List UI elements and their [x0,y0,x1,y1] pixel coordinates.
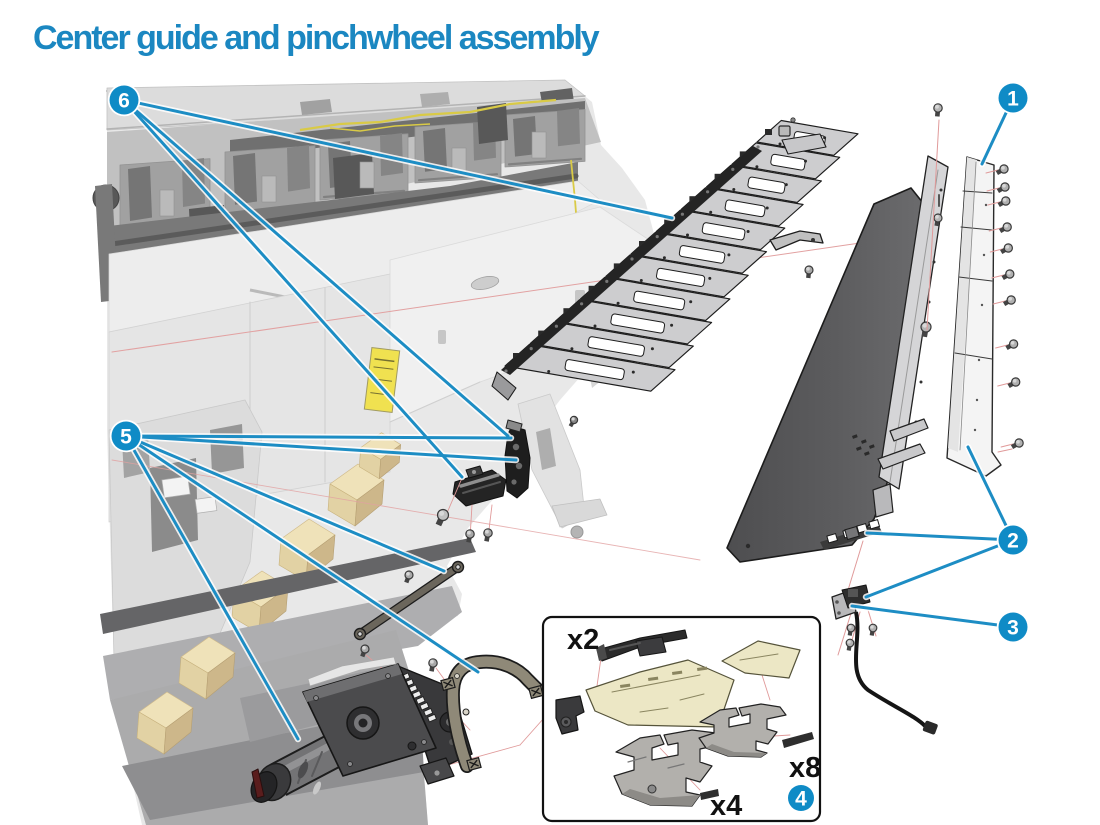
svg-text:x2: x2 [567,624,599,656]
svg-text:5: 5 [120,426,132,449]
svg-text:x8: x8 [789,752,821,784]
svg-text:1: 1 [1007,88,1019,111]
svg-text:2: 2 [1007,530,1019,553]
svg-text:x4: x4 [710,790,742,822]
svg-text:3: 3 [1007,617,1019,640]
svg-text:4: 4 [795,788,807,811]
svg-text:6: 6 [118,90,130,113]
